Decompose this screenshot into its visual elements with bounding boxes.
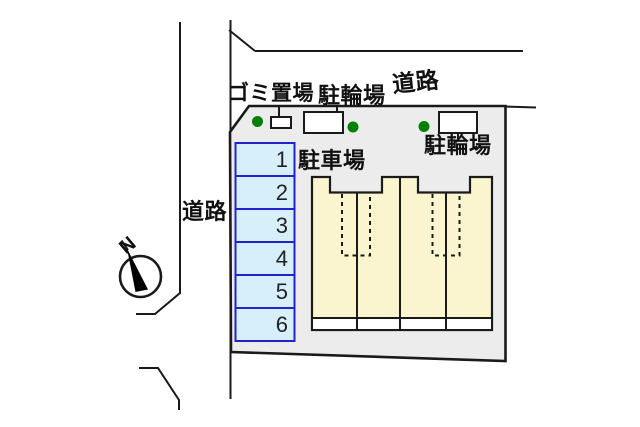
compass-needle-tip-line	[120, 239, 129, 251]
parking-space-number: 6	[276, 312, 288, 337]
label-bicycle-parking-right: 駐輪場	[424, 133, 492, 158]
bicycle-parking-areas	[303, 105, 478, 140]
corner-cut-line	[228, 29, 256, 52]
label-bicycle-parking-top: 駐輪場	[318, 83, 386, 108]
text-labels: ゴミ置場 駐輪場 道路 駐輪場 駐車場 道路	[182, 66, 492, 224]
unit-dividers	[356, 177, 447, 330]
parking-space-5: 5	[234, 274, 296, 309]
parking-space-1: 1	[234, 142, 296, 177]
label-road-left: 道路	[182, 199, 228, 224]
road-edge-lower-left	[139, 367, 180, 410]
stairwell-left	[341, 194, 371, 257]
parking-space-6: 6	[234, 307, 296, 342]
parking-space-3: 3	[234, 208, 296, 243]
compass: N	[115, 232, 163, 299]
parking-space-number: 2	[276, 180, 288, 205]
parking-space-number: 4	[276, 246, 288, 271]
parking-space-4: 4	[234, 241, 296, 276]
building	[310, 175, 494, 332]
shrub-dot-2	[347, 121, 359, 133]
label-car-parking: 駐車場	[298, 148, 366, 173]
parking-space-number: 3	[276, 213, 288, 238]
shrub-dot-1	[252, 116, 263, 127]
parking-space-number: 1	[276, 147, 288, 172]
bicycle-parking-box-left	[303, 111, 344, 134]
parking-spaces: 1 2 3 4 5 6	[234, 142, 296, 342]
compass-needle	[127, 248, 148, 292]
road-edge-top-inner-extension	[503, 105, 537, 109]
road-edge-left	[136, 22, 181, 315]
building-outline	[310, 175, 494, 332]
building-porch-strip	[311, 317, 493, 331]
label-road-top: 道路	[391, 66, 441, 97]
shrub-dots	[252, 116, 430, 133]
stairwell-right	[431, 194, 461, 257]
garbage-station	[270, 106, 292, 129]
parking-space-number: 5	[276, 279, 288, 304]
garbage-box	[270, 116, 292, 129]
label-garbage-area: ゴミ置場	[228, 81, 314, 105]
compass-north-label: N	[115, 232, 141, 258]
shrub-dot-3	[418, 121, 430, 132]
parking-space-2: 2	[234, 175, 296, 210]
stairwell-dashed-outlines	[341, 194, 461, 257]
bicycle-parking-box-right	[438, 111, 478, 134]
